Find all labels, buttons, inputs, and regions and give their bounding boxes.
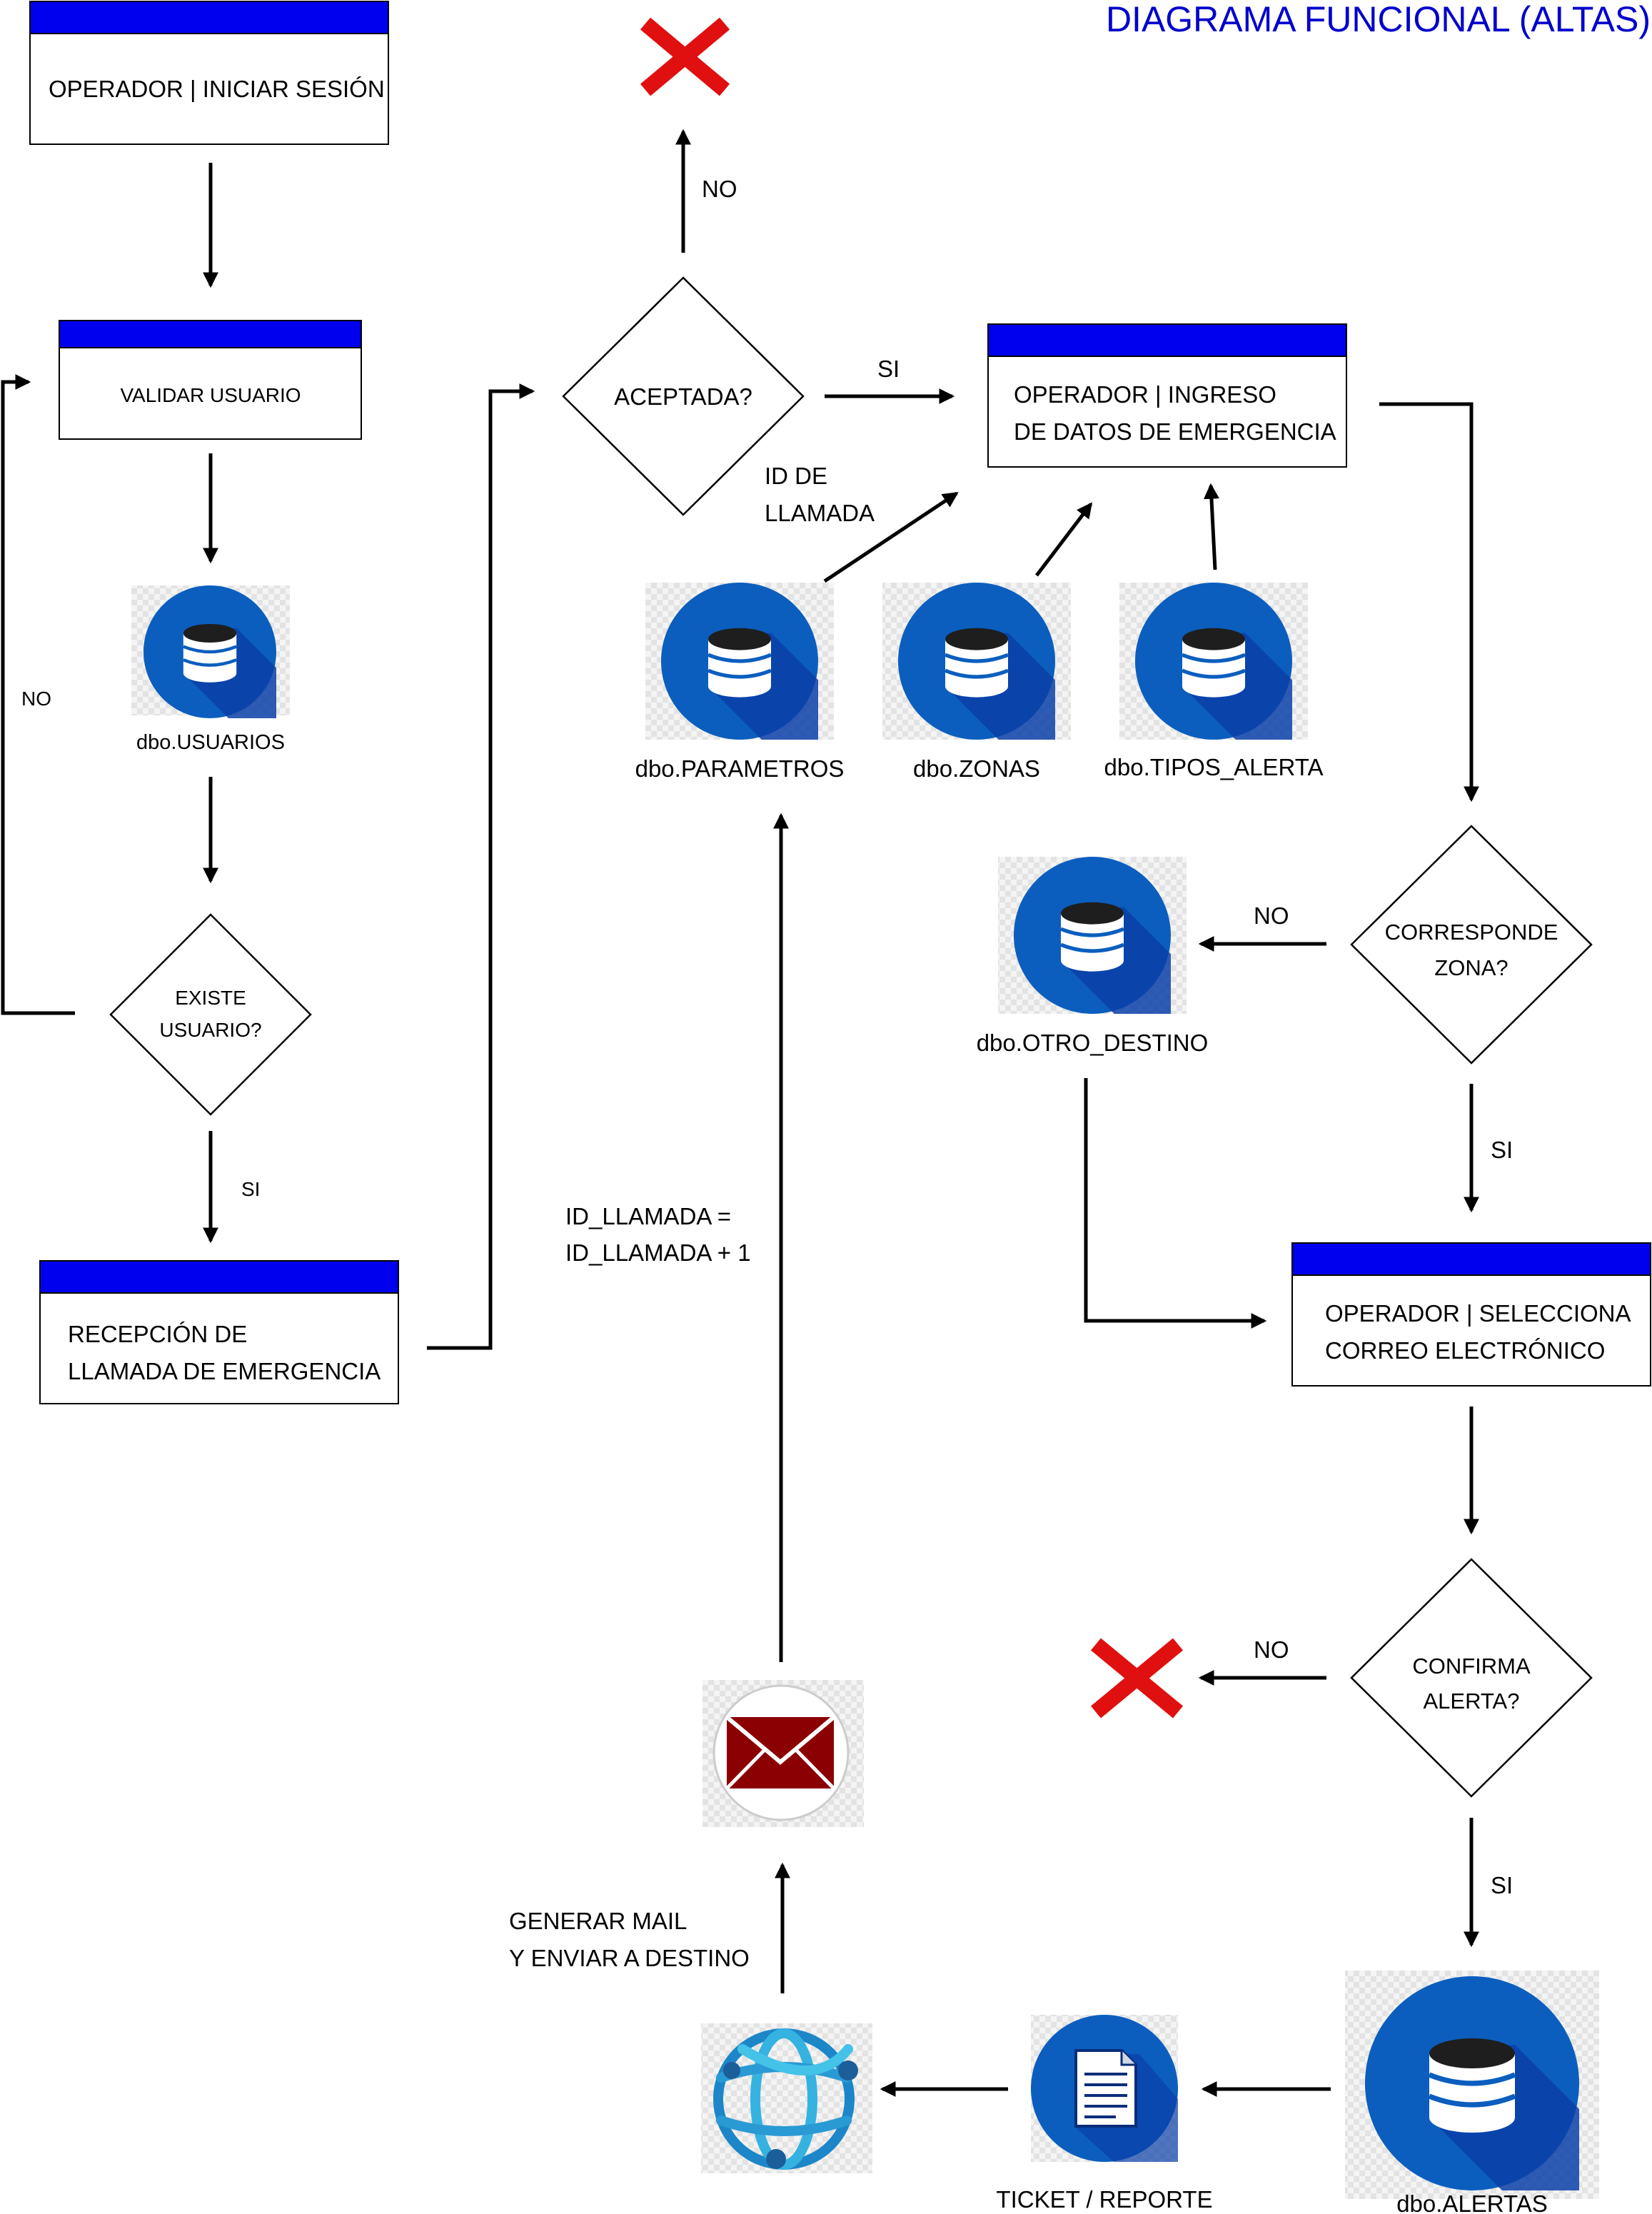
reject-top <box>640 17 730 96</box>
label-si-user: SI <box>241 1178 260 1200</box>
decision-user-exists: EXISTE USUARIO? <box>109 913 312 1116</box>
db-alertas: dbo.ALERTAS <box>1345 1971 1599 2214</box>
process-validate-user: VALIDAR USUARIO <box>59 320 362 440</box>
process-validate-user-text: VALIDAR USUARIO <box>120 384 301 406</box>
label-generate-mail-line1: GENERAR MAIL <box>509 1908 687 1934</box>
database-icon <box>1014 857 1171 1014</box>
decision-accepted-text: ACEPTADA? <box>614 383 752 410</box>
red-x-icon <box>640 17 730 96</box>
db-tipos-alerta: dbo.TIPOS_ALERTA <box>1104 583 1324 780</box>
arrow-reception-to-accepted <box>427 383 535 1350</box>
decision-user-exists-line2: USUARIO? <box>159 1019 261 1041</box>
label-si-confirm: SI <box>1491 1872 1513 1898</box>
database-icon <box>1135 583 1292 740</box>
database-icon <box>143 585 276 718</box>
process-select-email: OPERADOR | SELECCIONA CORREO ELECTRÓNICO <box>1291 1242 1651 1387</box>
label-no-accepted: NO <box>702 176 737 202</box>
ticket-report: TICKET / REPORTE <box>996 2015 1213 2213</box>
process-select-email-line2: CORREO ELECTRÓNICO <box>1325 1337 1605 1364</box>
label-id-increment-line2: ID_LLAMADA + 1 <box>565 1239 751 1266</box>
diagram-title: DIAGRAMA FUNCIONAL (ALTAS) <box>1106 0 1651 39</box>
arrow-tipos-to-entry <box>1203 483 1219 570</box>
reject-confirm <box>1090 1638 1184 1719</box>
process-login-text: OPERADOR | INICIAR SESIÓN <box>49 76 385 102</box>
label-si-zone: SI <box>1491 1137 1513 1163</box>
process-reception: RECEPCIÓN DE LLAMADA DE EMERGENCIA <box>39 1260 399 1404</box>
label-no-confirm: NO <box>1254 1636 1289 1663</box>
database-icon <box>898 583 1055 740</box>
arrow-parametros-to-entry <box>823 491 959 583</box>
decision-confirm-alert: CONFIRMA ALERTA? <box>1350 1558 1593 1798</box>
label-si-accepted: SI <box>877 356 900 382</box>
db-parametros: dbo.PARAMETROS <box>635 583 845 782</box>
db-alertas-label: dbo.ALERTAS <box>1396 2190 1548 2214</box>
decision-confirm-alert-line1: CONFIRMA <box>1412 1654 1531 1679</box>
decision-zone-match-line1: CORRESPONDE <box>1385 920 1558 945</box>
label-no-user: NO <box>21 688 51 710</box>
mail <box>702 1680 864 1827</box>
decision-accepted: ACEPTADA? <box>562 276 805 516</box>
process-data-entry: OPERADOR | INGRESO DE DATOS DE EMERGENCI… <box>987 323 1347 468</box>
db-otro-destino-label: dbo.OTRO_DESTINO <box>977 1030 1209 1056</box>
label-llamada: LLAMADA <box>765 500 875 526</box>
db-usuarios-label: dbo.USUARIOS <box>136 731 285 754</box>
process-select-email-line1: OPERADOR | SELECCIONA <box>1325 1300 1631 1327</box>
db-zonas-label: dbo.ZONAS <box>913 755 1040 782</box>
decision-confirm-alert-line2: ALERTA? <box>1424 1689 1520 1714</box>
label-generate-mail-line2: Y ENVIAR A DESTINO <box>509 1945 750 1971</box>
document-icon <box>1074 2049 1137 2128</box>
ticket-report-label: TICKET / REPORTE <box>996 2186 1212 2213</box>
arrow-entry-to-zone <box>1379 402 1480 802</box>
mail-envelope-icon <box>725 1715 835 1790</box>
db-zonas: dbo.ZONAS <box>882 583 1071 782</box>
process-data-entry-line2: DE DATOS DE EMERGENCIA <box>1014 418 1336 445</box>
process-reception-line2: LLAMADA DE EMERGENCIA <box>68 1358 381 1384</box>
red-x-icon <box>1090 1638 1184 1719</box>
label-no-zone: NO <box>1254 902 1289 929</box>
process-data-entry-line1: OPERADOR | INGRESO <box>1014 381 1276 408</box>
decision-user-exists-line1: EXISTE <box>175 987 246 1009</box>
label-id-increment-line1: ID_LLAMADA = <box>565 1203 731 1229</box>
connectors <box>1 129 1480 2098</box>
db-tipos-alerta-label: dbo.TIPOS_ALERTA <box>1104 754 1324 780</box>
label-id-de: ID DE <box>765 463 827 489</box>
database-icon <box>661 583 818 740</box>
network-globe <box>701 2023 872 2173</box>
db-usuarios: dbo.USUARIOS <box>131 585 290 754</box>
database-icon <box>1365 1976 1579 2190</box>
process-reception-line1: RECEPCIÓN DE <box>68 1321 247 1347</box>
db-otro-destino: dbo.OTRO_DESTINO <box>977 857 1209 1056</box>
arrow-zonas-to-entry <box>1035 502 1092 577</box>
decision-zone-match: CORRESPONDE ZONA? <box>1350 825 1593 1065</box>
decision-zone-match-line2: ZONA? <box>1434 955 1508 980</box>
arrow-no-user-loop <box>1 373 75 1015</box>
process-login: OPERADOR | INICIAR SESIÓN <box>29 1 389 145</box>
arrow-otro-destino-to-email <box>1084 1078 1267 1329</box>
db-parametros-label: dbo.PARAMETROS <box>635 755 845 782</box>
